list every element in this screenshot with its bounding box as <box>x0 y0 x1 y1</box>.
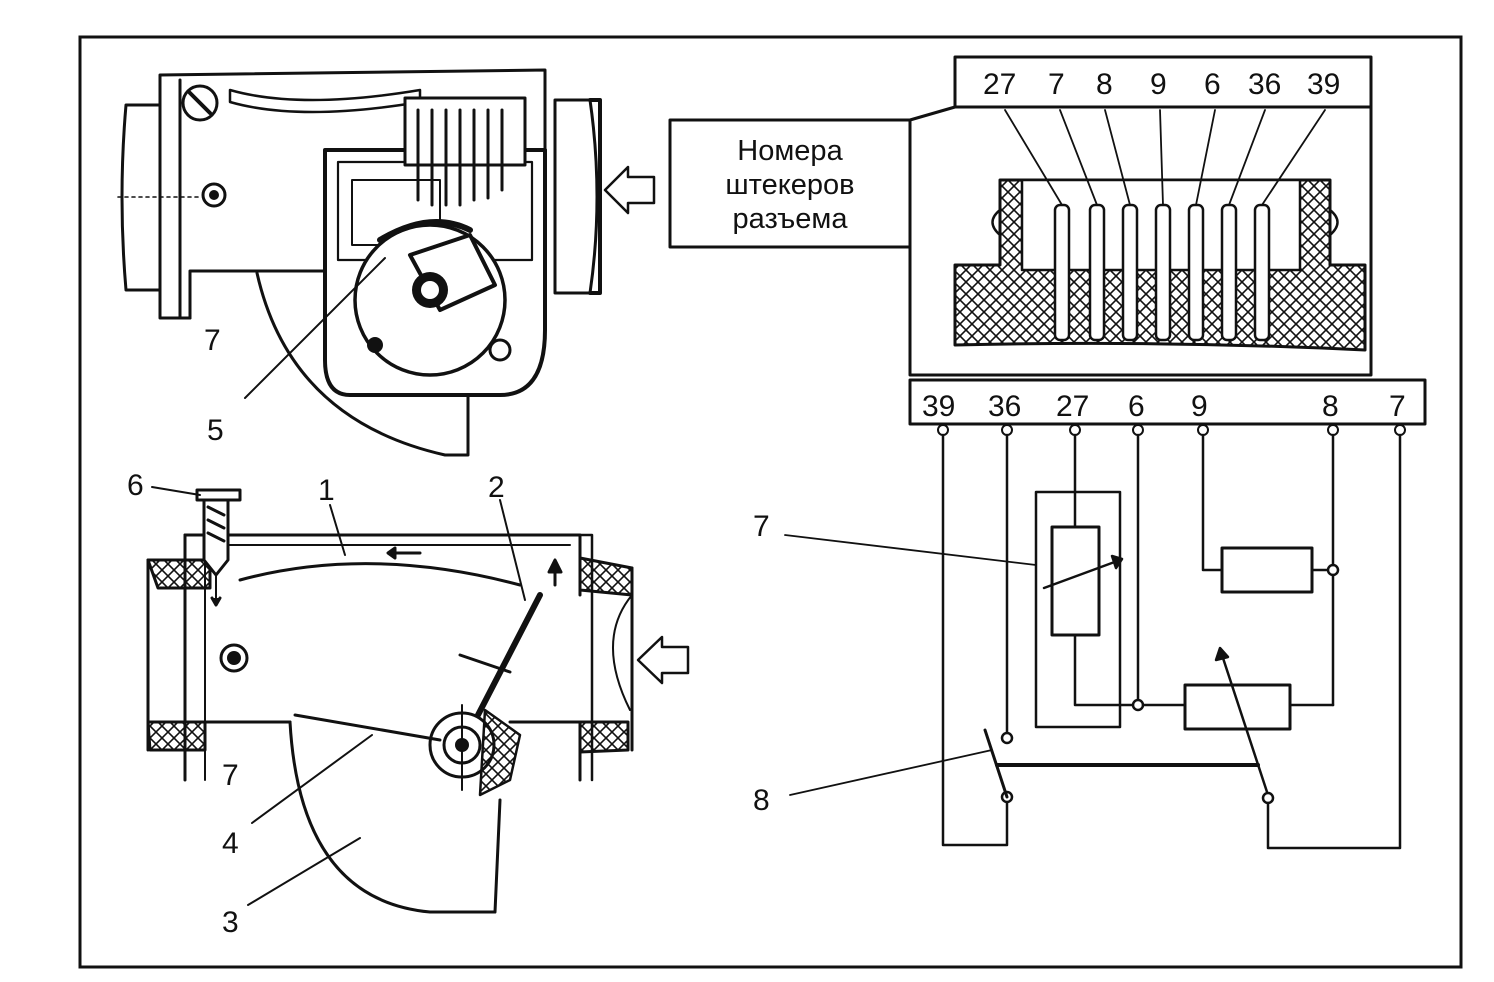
pin-bottom-9: 9 <box>1191 390 1208 423</box>
label-section-7: 7 <box>222 759 239 792</box>
pin-top-7: 7 <box>1048 68 1065 101</box>
circuit-drawing <box>784 378 1427 850</box>
label-circuit-7: 7 <box>753 510 770 543</box>
figure-frame <box>78 35 1463 969</box>
pin-bottom-27: 27 <box>1056 390 1089 423</box>
pin-top-36: 36 <box>1248 68 1281 101</box>
pin-top-9: 9 <box>1150 68 1167 101</box>
label-top-7: 7 <box>204 324 221 357</box>
label-section-6: 6 <box>127 469 144 502</box>
label-top-5: 5 <box>207 414 224 447</box>
pin-top-6: 6 <box>1204 68 1221 101</box>
pin-bottom-8: 8 <box>1322 390 1339 423</box>
pin-top-8: 8 <box>1096 68 1113 101</box>
pin-top-27: 27 <box>983 68 1016 101</box>
caption-line-1: Номера <box>737 135 843 167</box>
connector-drawing <box>668 55 1373 377</box>
label-circuit-8: 8 <box>753 784 770 817</box>
label-section-3: 3 <box>222 906 239 939</box>
label-section-2: 2 <box>488 471 505 504</box>
label-section-4: 4 <box>222 827 239 860</box>
top-view-drawing <box>117 68 656 457</box>
pin-bottom-6: 6 <box>1128 390 1145 423</box>
caption-line-3: разъема <box>733 203 849 235</box>
pin-bottom-39: 39 <box>922 390 955 423</box>
label-section-1: 1 <box>318 474 335 507</box>
caption-line-2: штекеров <box>725 169 854 201</box>
section-view-drawing <box>146 486 690 914</box>
pin-bottom-36: 36 <box>988 390 1021 423</box>
pin-bottom-7: 7 <box>1389 390 1406 423</box>
pin-top-39: 39 <box>1307 68 1340 101</box>
